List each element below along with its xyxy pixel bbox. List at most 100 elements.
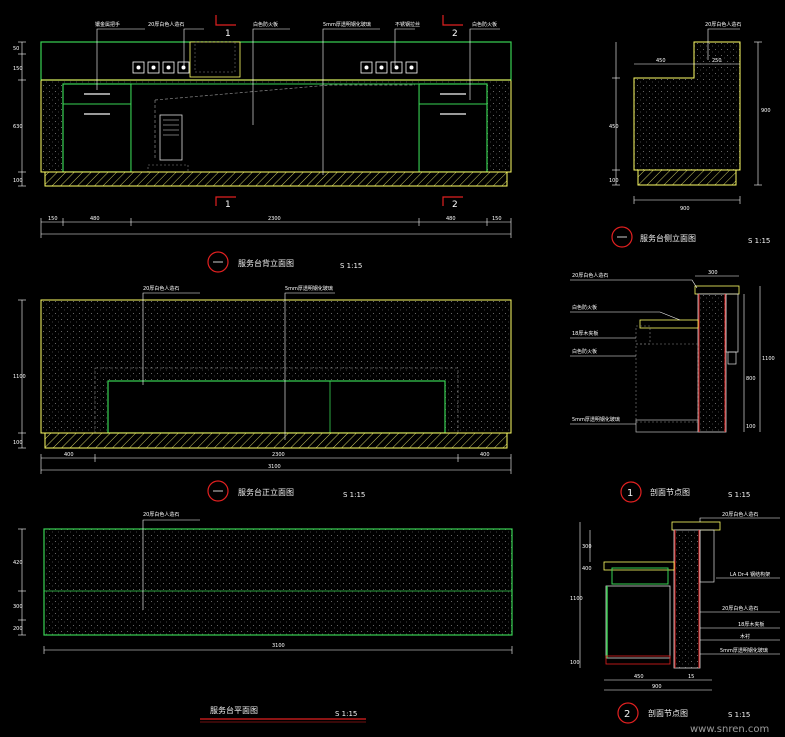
s2-label-1: 20厚白色人造石	[722, 511, 758, 518]
section-mark-2-bottom: 2	[452, 200, 458, 210]
dim-v-1: 50	[13, 46, 19, 52]
back-elevation-view: 1 2 1 2 镶金属把手 20厚白色人造石 白色防火板 5mm厚透明钢化玻璃 …	[13, 15, 512, 273]
side-plinth	[637, 169, 737, 186]
front-plinth	[44, 432, 508, 449]
front-dim-h-3: 400	[480, 452, 490, 458]
s2-dim-5: 450	[634, 674, 644, 680]
watermark: www.snren.com	[690, 724, 769, 735]
title-marker-side	[611, 226, 633, 248]
s1-label-4: 白色防火板	[572, 348, 597, 355]
plan-view-title: 服务台平面图	[210, 705, 258, 715]
plan-dim-v-1: 420	[13, 560, 23, 566]
dim-h-5: 150	[492, 216, 502, 222]
section-2-scale: S 1:15	[728, 711, 750, 719]
dim-v-3: 630	[13, 124, 23, 130]
s1-label-2: 白色防火板	[572, 304, 597, 311]
section-2-number: 2	[624, 709, 630, 720]
bin-unit	[159, 114, 183, 161]
section-1-shelf	[639, 319, 699, 329]
side-dim-h-1: 450	[656, 58, 666, 64]
s1-label-3: 18厚木夹板	[572, 330, 598, 337]
recess-window	[189, 41, 241, 78]
section-1-scale: S 1:15	[728, 491, 750, 499]
front-dim-v-1: 1100	[13, 374, 26, 380]
plan-dim-v-2: 300	[13, 604, 23, 610]
dim-h-1: 150	[48, 216, 58, 222]
side-label-stone: 20厚白色人造石	[705, 21, 741, 28]
label-stone: 20厚白色人造石	[148, 21, 184, 28]
label-fireboard-a: 白色防火板	[253, 21, 278, 28]
s2-label-4: 18厚木夹板	[738, 621, 764, 628]
front-dim-h-1: 400	[64, 452, 74, 458]
s1-dim-4: 100	[746, 424, 756, 430]
side-dim-v-3: 100	[609, 178, 619, 184]
s2-dim-7: 900	[652, 684, 662, 690]
s1-dim-1: 300	[708, 270, 718, 276]
s2-label-3: 20厚白色人造石	[722, 605, 758, 612]
section-2-shelf	[603, 561, 675, 571]
socket-group-left	[132, 61, 190, 74]
plan-dim-v-3: 200	[13, 626, 23, 632]
s2-label-5: 木衬	[740, 633, 750, 640]
cabinet-right	[418, 83, 488, 173]
central-bay	[130, 83, 420, 173]
dim-v-2: 150	[13, 66, 23, 72]
side-dim-h-2: 250	[712, 58, 722, 64]
section-1-title: 剖面节点图	[650, 487, 690, 497]
section-cut-marks	[215, 15, 463, 206]
front-elevation-scale: S 1:15	[343, 491, 365, 499]
s2-dim-6: 15	[688, 674, 694, 680]
section-1-detail: 20厚白色人造石 白色防火板 18厚木夹板 白色防火板 5mm厚透明钢化玻璃 3…	[570, 270, 775, 503]
section-2-detail: 20厚白色人造石 LA Dr-4 钢结构架 20厚白色人造石 18厚木夹板 木衬…	[570, 511, 780, 724]
s2-dim-3: 1100	[570, 596, 583, 602]
plinth-hatch	[44, 171, 508, 187]
section-1-wall	[697, 293, 727, 433]
cabinet-left	[62, 83, 132, 173]
front-dim-total: 3100	[268, 464, 281, 470]
dim-h-4: 480	[446, 216, 456, 222]
label-glass: 5mm厚透明钢化玻璃	[323, 21, 371, 28]
dim-h-3: 2300	[268, 216, 281, 222]
front-label-stone: 20厚白色人造石	[143, 285, 179, 292]
side-elevation-view: 20厚白色人造石 450 900 100 450 250 900 服务台侧立面图…	[609, 21, 771, 248]
plan-view: 20厚白色人造石 420 300 200 3100 服务台平面图 S 1:15	[13, 511, 513, 723]
section-2-title: 剖面节点图	[648, 708, 688, 718]
dim-h-2: 480	[90, 216, 100, 222]
title-marker-s1	[620, 481, 642, 503]
s2-dim-2: 400	[582, 566, 592, 572]
label-steel: 不锈钢拉丝	[395, 21, 420, 28]
title-marker-front	[207, 480, 229, 502]
side-dim-v-2: 900	[761, 108, 771, 114]
s1-dim-3: 800	[746, 376, 756, 382]
side-dim-v-1: 450	[609, 124, 619, 130]
side-elevation-title: 服务台侧立面图	[640, 233, 696, 243]
plan-counter	[43, 528, 513, 636]
section-mark-1-bottom: 1	[225, 200, 231, 210]
section-mark-1-top: 1	[225, 29, 231, 39]
label-fireboard-b: 白色防火板	[472, 21, 497, 28]
back-elevation-title: 服务台背立面图	[238, 258, 294, 268]
plan-view-scale: S 1:15	[335, 710, 357, 718]
section-2-wall	[673, 529, 701, 669]
plan-dim-total: 3100	[272, 643, 285, 649]
front-glass-panel	[107, 380, 446, 434]
side-dim-total: 900	[680, 206, 690, 212]
s2-dim-4: 100	[570, 660, 580, 666]
front-dim-v-2: 100	[13, 440, 23, 446]
s1-dim-2: 1100	[762, 356, 775, 362]
socket-group-right	[360, 61, 418, 74]
label-handle: 镶金属把手	[95, 21, 120, 28]
title-marker-s2	[617, 702, 639, 724]
counter-top-band	[40, 41, 512, 81]
plan-label-stone: 20厚白色人造石	[143, 511, 179, 518]
front-elevation-title: 服务台正立面图	[238, 487, 294, 497]
s1-label-1: 20厚白色人造石	[572, 272, 608, 279]
side-profile	[633, 41, 741, 171]
s2-label-6: 5mm厚透明钢化玻璃	[720, 647, 768, 654]
section-1-number: 1	[627, 488, 633, 499]
back-elevation-scale: S 1:15	[340, 262, 362, 270]
side-elevation-scale: S 1:15	[748, 237, 770, 245]
section-mark-2-top: 2	[452, 29, 458, 39]
title-marker-back	[207, 251, 229, 273]
